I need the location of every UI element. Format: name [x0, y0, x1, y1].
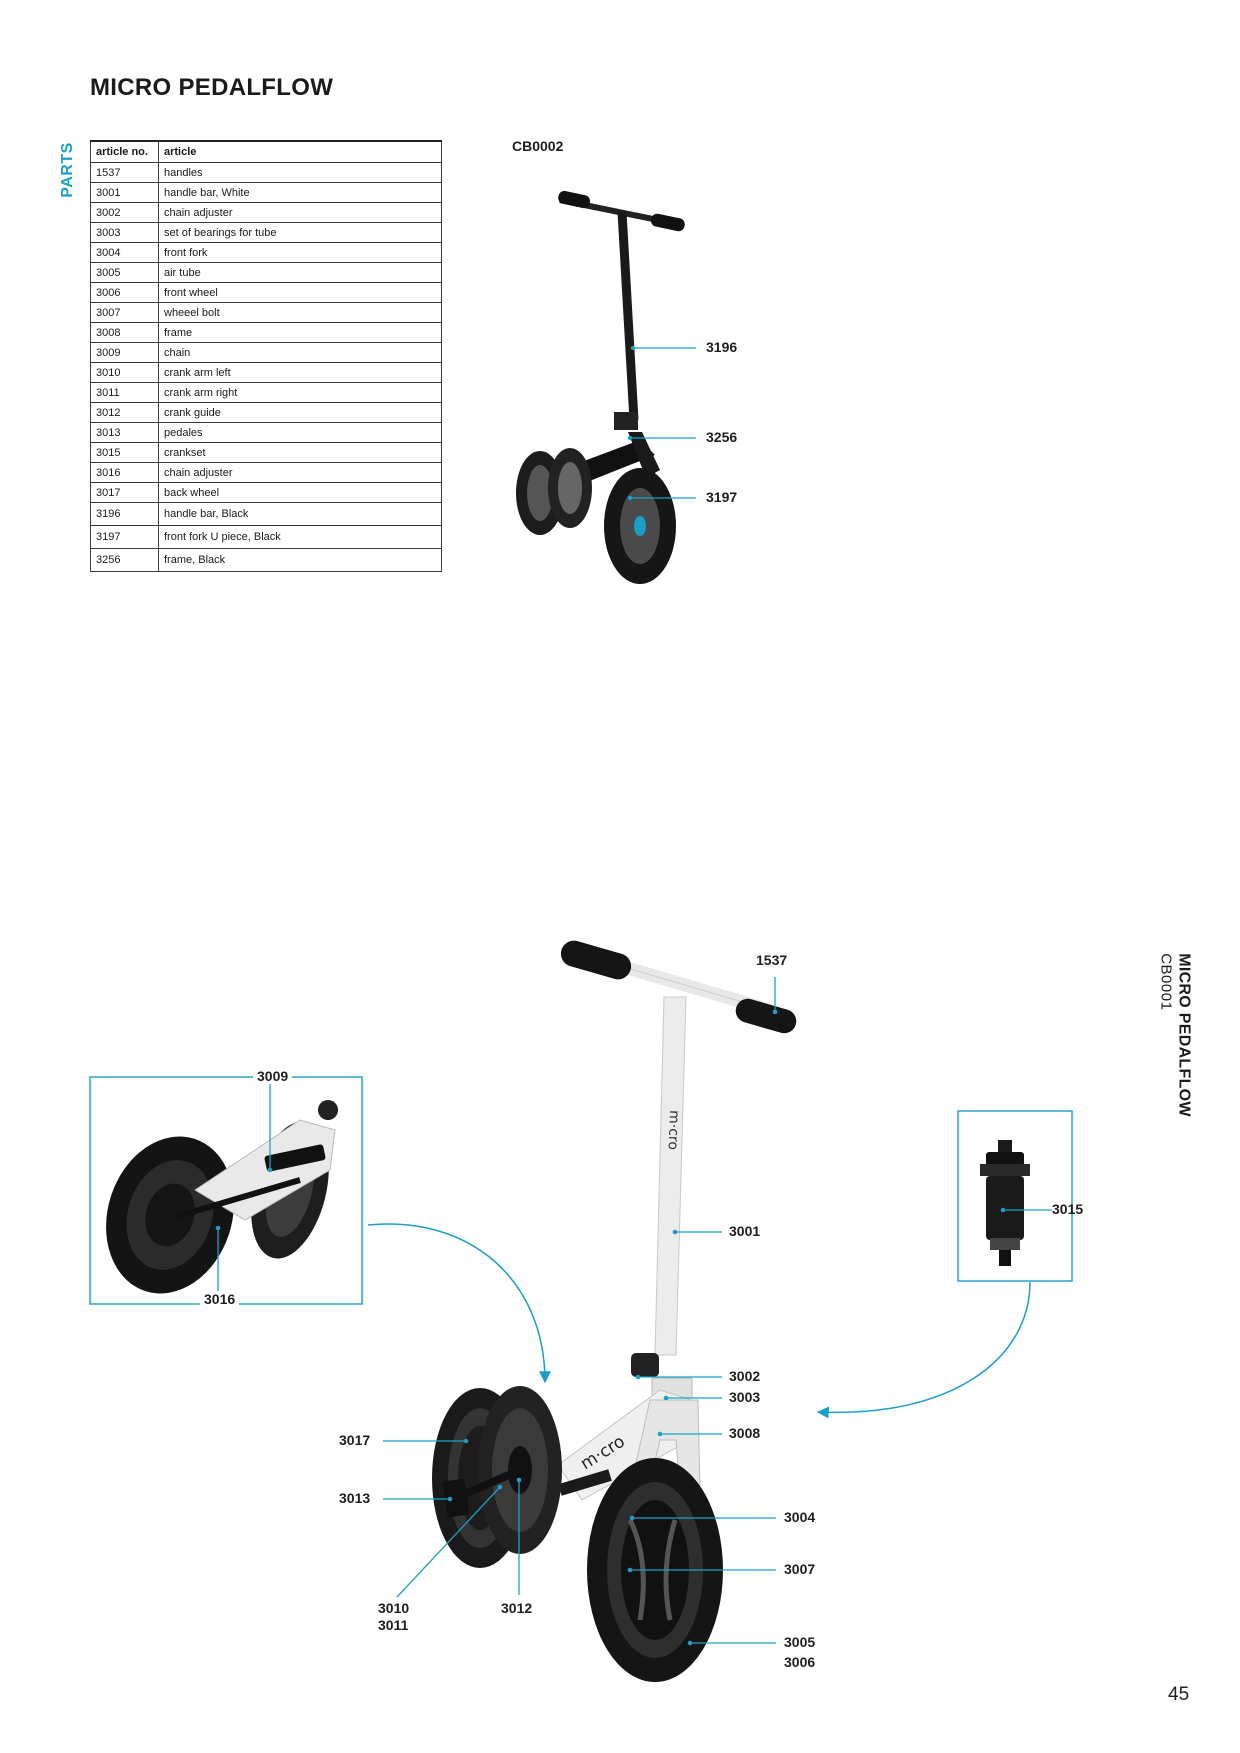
- callout-3009: 3009: [253, 1068, 293, 1084]
- article-no-cell: 3001: [90, 182, 159, 203]
- callout-3006: 3006: [784, 1654, 816, 1670]
- callout-3005: 3005: [784, 1634, 816, 1650]
- callout-3196: 3196: [706, 339, 738, 355]
- callout-3016: 3016: [200, 1291, 240, 1307]
- article-name-cell: frame, Black: [158, 548, 442, 572]
- article-name-cell: pedales: [158, 422, 442, 443]
- page-title: MICRO PEDALFLOW: [90, 74, 334, 101]
- white-pedalflow-image: m·cro m·cro: [432, 940, 797, 1682]
- callout-3017: 3017: [339, 1432, 371, 1448]
- crankset-detail-inset: [957, 1110, 1073, 1282]
- article-name-cell: front fork: [158, 242, 442, 263]
- callout-3012: 3012: [501, 1600, 533, 1616]
- callout-3007: 3007: [784, 1561, 816, 1577]
- article-name-cell: frame: [158, 322, 442, 343]
- side-title-code: CB0001: [1157, 953, 1175, 1011]
- callout-3011: 3011: [378, 1617, 409, 1633]
- chain-detail-inset: [89, 1076, 363, 1305]
- callout-3003: 3003: [729, 1389, 761, 1405]
- article-no-cell: 3196: [90, 502, 159, 526]
- callout-3197: 3197: [706, 489, 738, 505]
- article-no-cell: 3009: [90, 342, 159, 363]
- article-no-cell: 3256: [90, 548, 159, 572]
- callout-3015: 3015: [1052, 1201, 1084, 1217]
- col-header-article-no: article no.: [90, 140, 159, 163]
- article-name-cell: crank arm left: [158, 362, 442, 383]
- svg-text:m·cro: m·cro: [665, 1110, 682, 1150]
- callout-3001: 3001: [729, 1223, 761, 1239]
- callout-3010: 3010: [378, 1600, 410, 1616]
- callout-1537: 1537: [756, 952, 788, 968]
- callout-3013: 3013: [339, 1490, 371, 1506]
- article-no-cell: 3007: [90, 302, 159, 323]
- article-no-cell: 3012: [90, 402, 159, 423]
- callout-3002: 3002: [729, 1368, 761, 1384]
- callout-3004: 3004: [784, 1509, 816, 1525]
- article-name-cell: chain adjuster: [158, 462, 442, 483]
- side-title-name: MICRO PEDALFLOW: [1175, 953, 1193, 1117]
- top-figure-code: CB0002: [512, 138, 564, 154]
- callout-3008: 3008: [729, 1425, 761, 1441]
- side-title: MICRO PEDALFLOW CB0001: [1150, 950, 1200, 1120]
- page-number: 45: [1168, 1684, 1190, 1705]
- article-name-cell: crank arm right: [158, 382, 442, 403]
- callout-3256: 3256: [706, 429, 738, 445]
- article-no-cell: 3002: [90, 202, 159, 223]
- black-pedalflow-image: [516, 190, 685, 584]
